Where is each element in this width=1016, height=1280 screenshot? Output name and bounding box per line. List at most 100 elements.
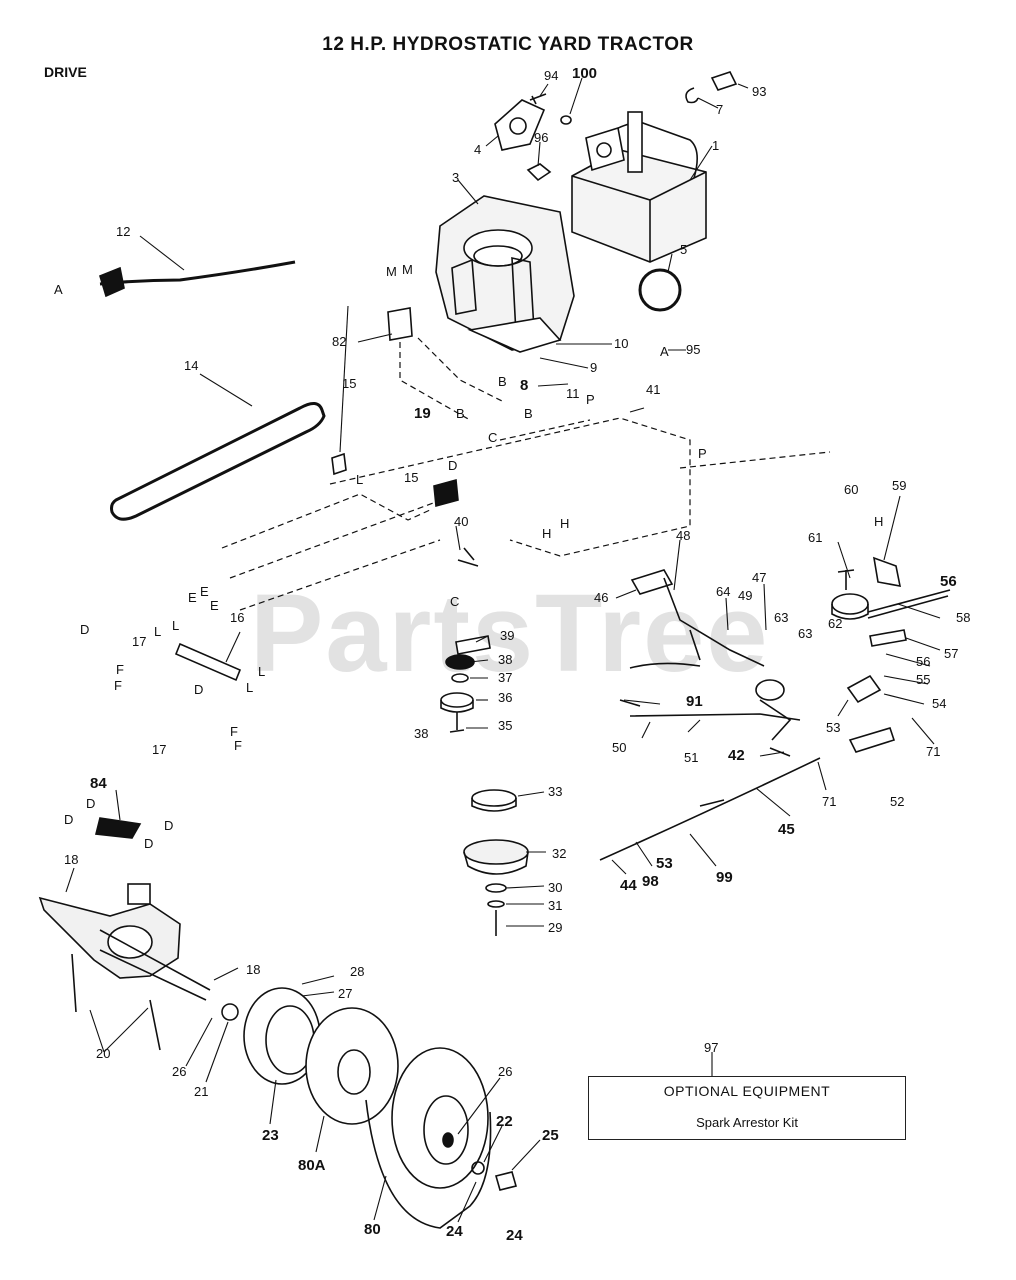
callout-49: 49 xyxy=(738,588,752,603)
callout-53b: 53 xyxy=(656,855,673,872)
ref-letter-c2: C xyxy=(450,594,459,609)
callout-8: 8 xyxy=(520,377,528,394)
linkage-drawing xyxy=(599,556,951,861)
ref-letter-m: M xyxy=(386,264,397,279)
callout-12: 12 xyxy=(116,224,130,239)
callout-29: 29 xyxy=(548,920,562,935)
ref-letter-d7: D xyxy=(144,836,153,851)
callout-18b: 18 xyxy=(246,962,260,977)
callout-17: 17 xyxy=(132,634,146,649)
ring-5-drawing xyxy=(638,268,682,312)
callout-80: 80 xyxy=(364,1221,381,1238)
page-title: 12 H.P. HYDROSTATIC YARD TRACTOR xyxy=(322,34,694,55)
callout-3: 3 xyxy=(452,170,459,185)
ref-letter-f2: F xyxy=(114,678,122,693)
callout-48: 48 xyxy=(676,528,690,543)
callout-42: 42 xyxy=(728,747,745,764)
optional-equipment-heading: OPTIONAL EQUIPMENT xyxy=(663,1083,831,1099)
callout-9: 9 xyxy=(590,360,597,375)
part-16-drawing xyxy=(174,642,242,682)
ref-letter-h: H xyxy=(560,516,569,531)
ref-letter-p: P xyxy=(586,392,595,407)
callout-4: 4 xyxy=(474,142,481,157)
callout-56b: 56 xyxy=(916,654,930,669)
callout-64: 64 xyxy=(716,584,730,599)
watermark: PartsTree xyxy=(250,572,770,695)
leader-lines xyxy=(65,77,941,1223)
callout-55: 55 xyxy=(916,672,930,687)
callout-20: 20 xyxy=(96,1046,110,1061)
callout-22: 22 xyxy=(496,1113,513,1130)
callout-31: 31 xyxy=(548,898,562,913)
callout-labels: 94 100 93 7 4 96 1 3 12 5 95 82 10 9 8 1… xyxy=(64,65,970,1244)
ref-letter-f4: F xyxy=(234,738,242,753)
ref-letter-c: C xyxy=(488,430,497,445)
callout-28: 28 xyxy=(350,964,364,979)
callout-63: 63 xyxy=(774,610,788,625)
callout-41: 41 xyxy=(646,382,660,397)
ref-letter-e: E xyxy=(188,590,197,605)
throttle-cable-drawing xyxy=(99,260,296,286)
ref-letter-p2: P xyxy=(698,446,707,461)
callout-96: 96 xyxy=(534,130,548,145)
frame-drawing xyxy=(221,337,831,611)
callout-37: 37 xyxy=(498,670,512,685)
callout-82: 82 xyxy=(332,334,346,349)
callout-33: 33 xyxy=(548,784,562,799)
callout-39: 39 xyxy=(500,628,514,643)
ref-letter-l3: L xyxy=(172,618,179,633)
callout-7: 7 xyxy=(716,102,723,117)
callout-84: 84 xyxy=(90,775,107,792)
washer-drawing xyxy=(560,115,572,125)
ref-letter-a2: A xyxy=(660,344,669,359)
callout-59: 59 xyxy=(892,478,906,493)
callout-80a: 80A xyxy=(298,1157,326,1174)
callout-23: 23 xyxy=(262,1127,279,1144)
bolt-94-drawing xyxy=(529,93,547,105)
drive-belt-drawing xyxy=(110,402,326,521)
gasket-hole xyxy=(509,117,527,135)
callout-98: 98 xyxy=(642,873,659,890)
clip-15b-drawing xyxy=(433,478,459,508)
callout-99: 99 xyxy=(716,869,733,886)
callout-10: 10 xyxy=(614,336,628,351)
bracket-82-drawing xyxy=(387,307,413,341)
ref-letter-a: A xyxy=(54,282,63,297)
ref-letter-m2: M xyxy=(402,262,413,277)
callout-15b: 15 xyxy=(404,470,418,485)
callout-60: 60 xyxy=(844,482,858,497)
callout-25: 25 xyxy=(542,1127,559,1144)
callout-26: 26 xyxy=(172,1064,186,1079)
callout-21: 21 xyxy=(194,1084,208,1099)
ref-letter-d3: D xyxy=(194,682,203,697)
ref-letter-l: L xyxy=(356,472,363,487)
callout-24: 24 xyxy=(446,1223,463,1240)
callout-24b: 24 xyxy=(506,1227,523,1244)
callout-62: 62 xyxy=(828,616,842,631)
callout-52: 52 xyxy=(890,794,904,809)
callout-15: 15 xyxy=(342,376,356,391)
ref-letter-d6: D xyxy=(164,818,173,833)
callout-91: 91 xyxy=(686,693,703,710)
clip-7-drawing xyxy=(685,87,699,104)
callout-19: 19 xyxy=(414,405,431,422)
callout-38b: 38 xyxy=(414,726,428,741)
callout-46: 46 xyxy=(594,590,608,605)
ref-letter-b: B xyxy=(498,374,507,389)
callout-18: 18 xyxy=(64,852,78,867)
callout-95: 95 xyxy=(686,342,700,357)
callout-40: 40 xyxy=(454,514,468,529)
callout-53: 53 xyxy=(826,720,840,735)
optional-equipment-item: Spark Arrestor Kit xyxy=(696,1115,798,1130)
ref-letter-h2: H xyxy=(542,526,551,541)
ref-letter-e3: E xyxy=(210,598,219,613)
ref-letter-b2: B xyxy=(456,406,465,421)
callout-17b: 17 xyxy=(152,742,166,757)
ref-letter-f: F xyxy=(116,662,124,677)
callout-30: 30 xyxy=(548,880,562,895)
callout-71b: 71 xyxy=(822,794,836,809)
ref-letter-l5: L xyxy=(246,680,253,695)
callout-45: 45 xyxy=(778,821,795,838)
ref-letter-d: D xyxy=(448,458,457,473)
